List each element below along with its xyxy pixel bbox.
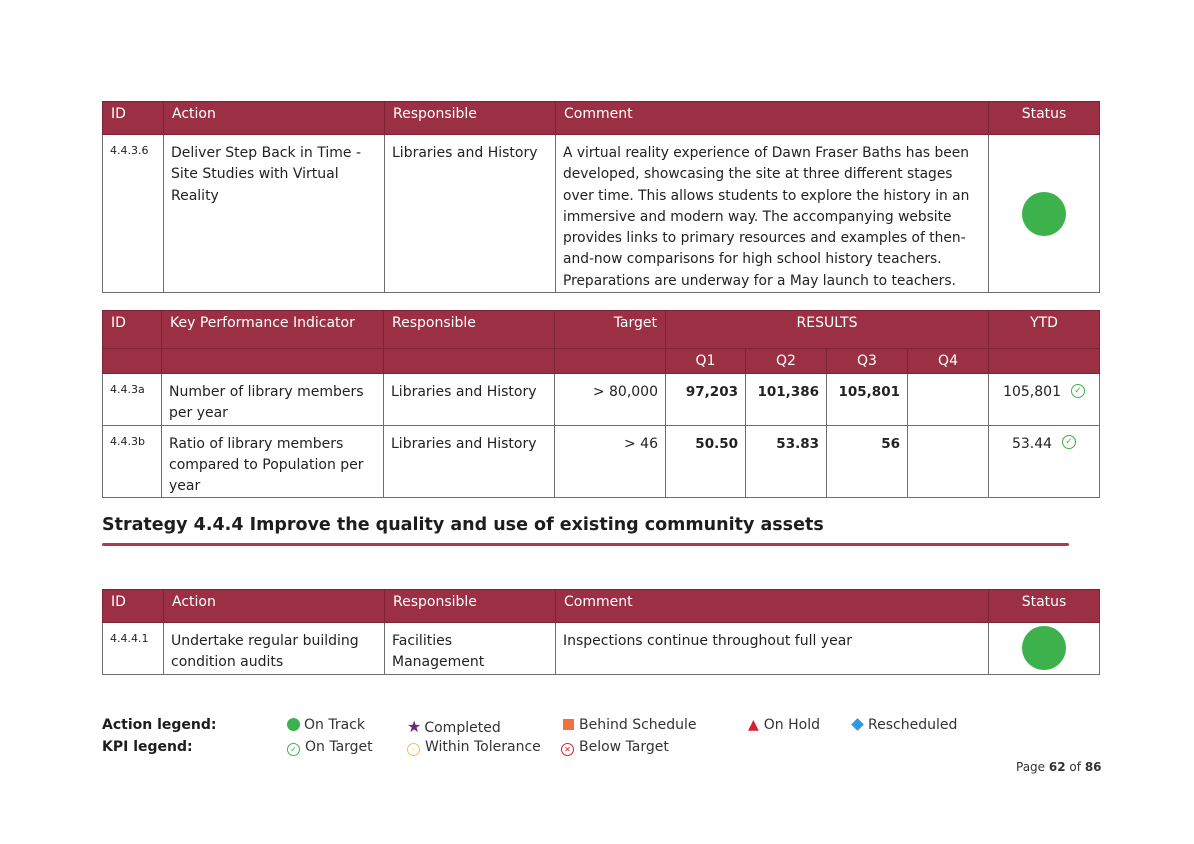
header-comment: Comment [555, 589, 989, 623]
kpi-header-q2: Q2 [745, 348, 827, 374]
kpi-header-q3: Q3 [826, 348, 908, 374]
header-status: Status [988, 101, 1100, 135]
comment-text: Inspections continue throughout full yea… [555, 622, 989, 675]
kpi-q3: 105,801 [826, 373, 908, 426]
kpi-q1: 50.50 [665, 424, 746, 499]
kpi-header-responsible: Responsible [383, 310, 555, 349]
kpi-header-kpi: Key Performance Indicator [161, 310, 384, 349]
kpi-ytd: 53.44 [1011, 435, 1053, 452]
header-status: Status [988, 589, 1100, 623]
check-circle-icon: ✓ [287, 743, 300, 756]
table-row: 4.4.3a Number of library members per yea… [102, 373, 1101, 426]
kpi-target: > 80,000 [554, 373, 666, 426]
circle-icon [287, 718, 300, 731]
kpi-header-q1: Q1 [665, 348, 746, 374]
kpi-q1: 97,203 [665, 373, 746, 426]
kpi-responsible: Libraries and History [383, 373, 555, 426]
strategy-heading: Strategy 4.4.4 Improve the quality and u… [102, 515, 824, 535]
kpi-target: > 46 [554, 424, 666, 499]
table-row: 4.4.3.6 Deliver Step Back in Time - Site… [102, 133, 1100, 294]
on-track-status-icon [1022, 626, 1066, 671]
target-circle-icon: ◦ [407, 743, 420, 756]
x-circle-icon: ✕ [561, 743, 574, 756]
on-track-status-icon [1022, 191, 1066, 236]
action-id: 4.4.3.6 [102, 133, 164, 294]
kpi-header-results: RESULTS [664, 310, 990, 349]
kpi-q2: 53.83 [745, 424, 827, 499]
action-legend-label: Action legend: [102, 717, 217, 733]
status-cell [988, 622, 1100, 675]
kpi-header-q4: Q4 [906, 348, 990, 374]
kpi-ytd: 105,801 [1003, 384, 1061, 400]
kpi-id: 4.4.3b [102, 424, 162, 499]
square-icon [563, 719, 574, 730]
legend-on-track: On Track [287, 717, 365, 733]
kpi-name: Ratio of library members compared to Pop… [161, 424, 384, 499]
header-action: Action [163, 101, 385, 135]
responsible-text: Libraries and History [384, 133, 556, 294]
kpi-q4 [906, 373, 990, 426]
comment-text: A virtual reality experience of Dawn Fra… [555, 133, 989, 294]
kpi-q4 [906, 424, 990, 499]
kpi-id: 4.4.3a [102, 373, 162, 426]
action-text: Undertake regular building condition aud… [163, 622, 385, 675]
legend-completed: ★Completed [407, 717, 501, 736]
strategy-divider [102, 543, 1069, 546]
legend-on-hold: ▲On Hold [748, 717, 820, 733]
on-target-check-icon: ✓ [1070, 383, 1085, 398]
table-row: 4.4.4.1 Undertake regular building condi… [102, 622, 1100, 675]
header-responsible: Responsible [384, 101, 556, 135]
on-target-check-icon: ✓ [1062, 435, 1077, 450]
status-cell [988, 133, 1100, 294]
legend-on-target: ✓On Target [287, 739, 373, 756]
page-number: Page 62 of 86 [1016, 760, 1102, 774]
kpi-q3: 56 [826, 424, 908, 499]
kpi-responsible: Libraries and History [383, 424, 555, 499]
kpi-header-ytd: YTD [988, 310, 1101, 349]
legend-rescheduled: Rescheduled [850, 717, 957, 733]
kpi-header-id: ID [102, 310, 162, 349]
legend: Action legend: KPI legend: On Track ★Com… [102, 717, 1002, 761]
star-icon: ★ [407, 717, 422, 736]
legend-within-tolerance: ◦Within Tolerance [407, 739, 541, 756]
kpi-table: ID Key Performance Indicator Responsible… [102, 310, 1101, 499]
kpi-ytd-cell: 105,801 ✓ [988, 373, 1101, 426]
triangle-icon: ▲ [748, 717, 759, 733]
table-row: 4.4.3b Ratio of library members compared… [102, 424, 1101, 499]
action-table-2: ID Action Responsible Comment Status 4.4… [102, 589, 1100, 675]
action-id: 4.4.4.1 [102, 622, 164, 675]
action-table: ID Action Responsible Comment Status 4.4… [102, 101, 1100, 294]
diamond-icon [851, 718, 864, 731]
header-comment: Comment [555, 101, 989, 135]
kpi-header-target: Target [554, 310, 666, 349]
header-id: ID [102, 101, 164, 135]
kpi-name: Number of library members per year [161, 373, 384, 426]
header-responsible: Responsible [384, 589, 556, 623]
action-text: Deliver Step Back in Time - Site Studies… [163, 133, 385, 294]
kpi-ytd-cell: 53.44 ✓ [988, 424, 1101, 499]
kpi-legend-label: KPI legend: [102, 739, 193, 755]
legend-behind-schedule: Behind Schedule [563, 717, 697, 733]
legend-below-target: ✕Below Target [561, 739, 669, 756]
responsible-text: Facilities Management [384, 622, 556, 675]
header-id: ID [102, 589, 164, 623]
header-action: Action [163, 589, 385, 623]
kpi-q2: 101,386 [745, 373, 827, 426]
